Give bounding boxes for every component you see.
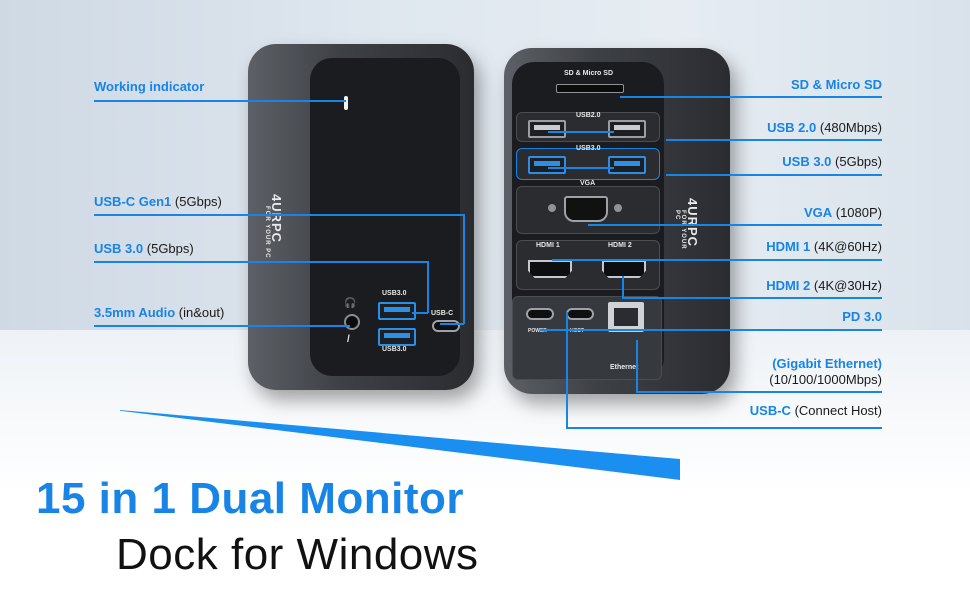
callout-usb2-detail: (480Mbps) <box>819 120 882 135</box>
leader-usb3-back <box>666 174 882 176</box>
callout-usbc-host: USB-C (Connect Host) <box>750 403 882 419</box>
leader-ethernet-v <box>636 340 638 392</box>
callout-hdmi2: HDMI 2 (4K@30Hz) <box>766 278 882 294</box>
callout-ethernet-detail: (10/100/1000Mbps) <box>769 372 882 387</box>
usb3-port-back-2[interactable] <box>608 156 646 174</box>
callout-vga: VGA (1080P) <box>804 205 882 221</box>
usb3-port-front-bottom[interactable] <box>378 328 416 346</box>
callout-hdmi1: HDMI 1 (4K@60Hz) <box>766 239 882 255</box>
leader-usbc-gen1-v <box>463 214 465 324</box>
leader-usb3-front-end <box>412 312 428 314</box>
callout-working-indicator-name: Working indicator <box>94 79 205 94</box>
audio-jack[interactable] <box>344 314 360 330</box>
leader-usb2 <box>666 139 882 141</box>
callout-usb3-front-detail: (5Gbps) <box>146 241 194 256</box>
leader-hdmi2 <box>622 297 882 299</box>
leader-pd <box>540 329 882 331</box>
callout-working-indicator: Working indicator <box>94 79 204 95</box>
callout-usbc-gen1: USB-C Gen1 (5Gbps) <box>94 194 222 210</box>
vga-screw-right <box>614 204 622 212</box>
working-indicator-led <box>344 96 348 110</box>
callout-vga-detail: (1080P) <box>835 205 882 220</box>
headphone-icon: 🎧 <box>344 298 357 309</box>
brand-logo-back: 4URPC <box>685 198 700 248</box>
callout-usb2-name: USB 2.0 <box>767 120 817 135</box>
usb3-port-back-1[interactable] <box>528 156 566 174</box>
leader-usbc-host-v <box>566 312 568 428</box>
headline-line1: 15 in 1 Dual Monitor <box>36 474 465 523</box>
background-floor <box>0 330 970 600</box>
ethernet-port[interactable] <box>608 302 644 332</box>
callout-usb3-front-name: USB 3.0 <box>94 241 144 256</box>
callout-audio: 3.5mm Audio (in&out) <box>94 305 224 321</box>
brand-logo: 4URPC <box>269 194 284 244</box>
usb3-back-label: USB3.0 <box>576 145 601 152</box>
callout-ethernet-name: (Gigabit Ethernet) <box>772 356 882 371</box>
usb2-port-1[interactable] <box>528 120 566 138</box>
callout-sd-name: SD & Micro SD <box>790 77 882 92</box>
callout-usb2: USB 2.0 (480Mbps) <box>767 120 882 136</box>
leader-usb3-front-h <box>94 261 428 263</box>
headline-line2: Dock for Windows <box>116 530 479 579</box>
leader-usbc-host <box>566 427 882 429</box>
leader-audio <box>94 325 350 327</box>
vga-label: VGA <box>580 180 596 187</box>
leader-usbc-gen1-h <box>94 214 464 216</box>
callout-sd: SD & Micro SD <box>791 77 882 93</box>
leader-sd <box>620 96 882 98</box>
callout-hdmi2-detail: (4K@30Hz) <box>813 278 882 293</box>
usb2-port-2[interactable] <box>608 120 646 138</box>
background-wall <box>0 0 970 330</box>
sd-card-slot[interactable] <box>556 84 624 93</box>
callout-vga-name: VGA <box>803 205 833 220</box>
callout-pd-name: PD 3.0 <box>842 309 882 324</box>
callout-usbc-host-detail: (Connect Host) <box>794 403 882 418</box>
brand-tagline-back: FOR YOUR PC <box>674 210 686 250</box>
callout-usb3-back: USB 3.0 (5Gbps) <box>782 154 882 170</box>
callout-hdmi2-name: HDMI 2 <box>766 278 811 293</box>
callout-audio-detail: (in&out) <box>178 305 225 320</box>
callout-pd: PD 3.0 <box>842 309 882 325</box>
power-label: POWER <box>528 328 547 334</box>
dock-back-view: 4URPC FOR YOUR PC SD & Micro SD USB2.0 U… <box>504 48 730 394</box>
hdmi1-label: HDMI 1 <box>536 242 560 249</box>
callout-usbc-gen1-name: USB-C Gen1 <box>94 194 172 209</box>
callout-usb3-front: USB 3.0 (5Gbps) <box>94 241 194 257</box>
usb2-label: USB2.0 <box>576 112 601 119</box>
sd-label: SD & Micro SD <box>564 70 614 77</box>
usbc-host-port[interactable] <box>566 308 594 320</box>
leader-usbc-gen1-end <box>440 323 464 325</box>
vga-port[interactable] <box>564 196 608 222</box>
ethernet-label: Ethernet <box>610 364 639 371</box>
callout-hdmi1-name: HDMI 1 <box>766 239 811 254</box>
leader-vga <box>588 224 882 226</box>
callout-ethernet: (Gigabit Ethernet) (10/100/1000Mbps) <box>769 356 882 388</box>
leader-ethernet <box>636 391 882 393</box>
usbc-port-front[interactable] <box>432 320 460 332</box>
usbc-label: USB-C <box>431 310 454 317</box>
leader-hdmi1 <box>552 259 882 261</box>
usb3-bottom-label: USB3.0 <box>382 346 407 353</box>
leader-usb2-inner <box>548 131 614 133</box>
hdmi2-label: HDMI 2 <box>608 242 632 249</box>
callout-usbc-host-name: USB-C <box>749 403 791 418</box>
host-label: HOST <box>570 328 584 334</box>
callout-usb3-back-name: USB 3.0 <box>782 154 832 169</box>
usb3-port-front-top[interactable] <box>378 302 416 320</box>
leader-working-indicator <box>94 100 346 102</box>
mic-icon: / <box>347 334 350 345</box>
vga-screw-left <box>548 204 556 212</box>
hdmi1-port[interactable] <box>528 260 572 278</box>
usbc-power-port[interactable] <box>526 308 554 320</box>
callout-audio-name: 3.5mm Audio <box>94 305 176 320</box>
leader-hdmi2-v <box>622 276 624 298</box>
leader-usb3-back-inner <box>548 167 614 169</box>
usb3-top-label: USB3.0 <box>382 290 407 297</box>
callout-hdmi1-detail: (4K@60Hz) <box>813 239 882 254</box>
dock-front-view: 4URPC FOR YOUR PC 🎧 / USB3.0 USB3.0 USB-… <box>248 44 474 390</box>
leader-usb3-front-v <box>427 261 429 313</box>
hdmi2-port[interactable] <box>602 260 646 278</box>
callout-usbc-gen1-detail: (5Gbps) <box>174 194 222 209</box>
callout-usb3-back-detail: (5Gbps) <box>835 154 882 169</box>
